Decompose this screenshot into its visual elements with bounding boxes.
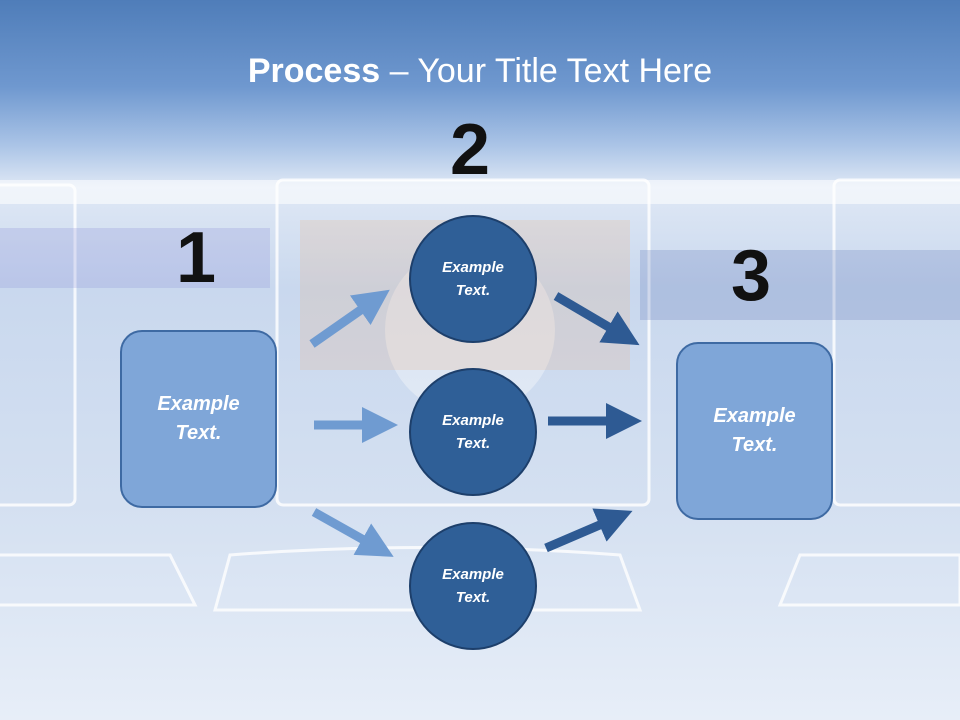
step-number-1: 1 (176, 218, 217, 298)
step-number-3: 3 (731, 236, 772, 316)
circle-middle: Example Text. (409, 368, 537, 496)
circle-middle-line1: Example (442, 412, 504, 429)
title-bold: Process (247, 52, 381, 90)
title-rest: – Your Title Text Here (380, 52, 713, 90)
step-number-2: 2 (450, 110, 491, 190)
arrow-top-circle-to-3 (553, 292, 640, 346)
step-1-text-line1: Example (157, 393, 240, 415)
circle-bottom: Example Text. (409, 522, 537, 650)
circle-top-line1: Example (442, 259, 504, 276)
slide-title: Process – Your Title Text Here (0, 52, 960, 91)
circle-middle-line2: Text. (455, 435, 491, 452)
arrow-bottom-circle-to-3 (544, 508, 633, 553)
circle-bottom-line1: Example (442, 566, 504, 583)
step-1-text-line2: Text. (175, 422, 222, 444)
arrow-1-to-top-circle (309, 289, 390, 348)
circle-bottom-line2: Text. (455, 589, 491, 606)
step-3-box: Example Text. (676, 342, 833, 520)
arrow-1-to-bottom-circle (311, 508, 394, 557)
step-3-text-line2: Text. (731, 434, 778, 456)
circle-top-line2: Text. (455, 282, 491, 299)
circle-top: Example Text. (409, 215, 537, 343)
step-3-text-line1: Example (713, 405, 796, 427)
step-1-box: Example Text. (120, 330, 277, 508)
